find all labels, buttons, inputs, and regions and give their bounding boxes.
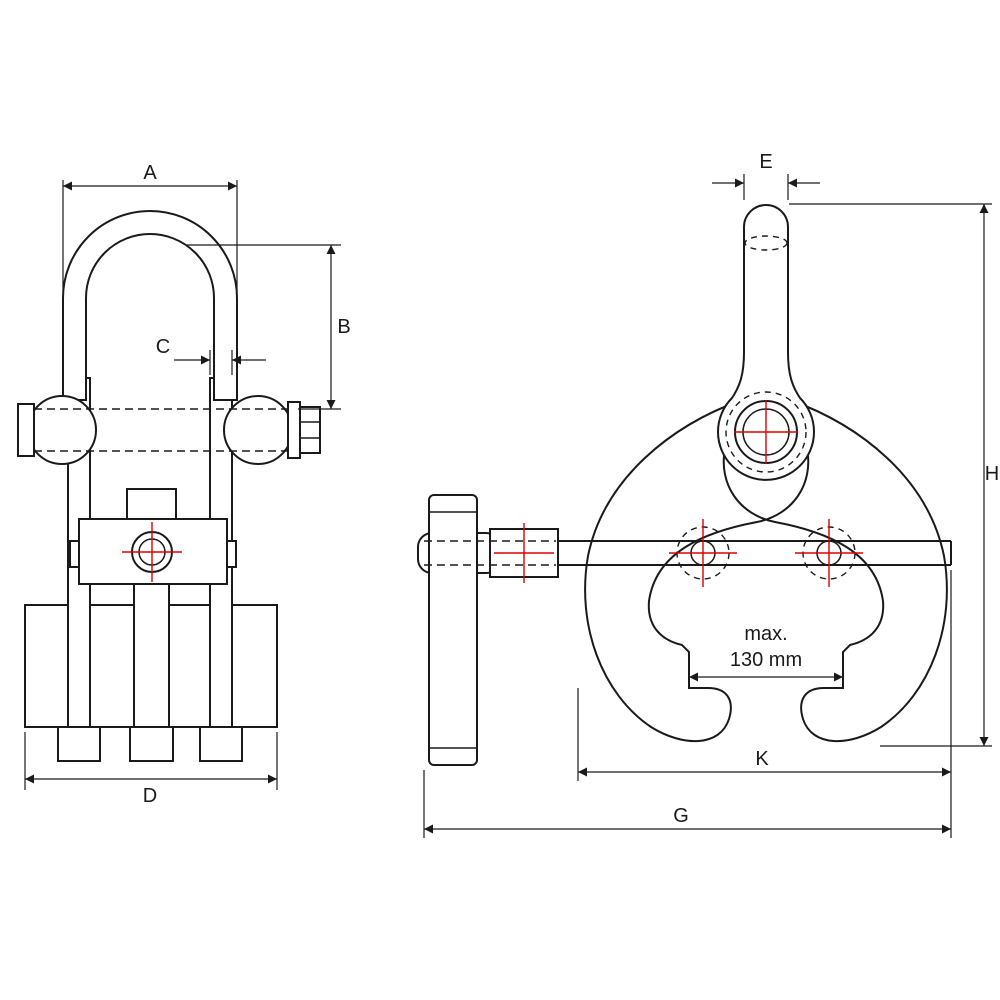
max-opening-label: max. bbox=[744, 623, 787, 645]
shackle-bow bbox=[62, 210, 238, 401]
side-view bbox=[417, 204, 952, 766]
handle-bar bbox=[428, 494, 478, 766]
pin-boss-left bbox=[27, 395, 97, 465]
bar-section-ellipse bbox=[744, 235, 788, 251]
dim-label-d: D bbox=[143, 785, 157, 807]
pin-end-cap bbox=[17, 403, 35, 457]
front-view-dimensions: A B C D bbox=[24, 162, 351, 807]
foot-right bbox=[199, 726, 243, 762]
pin-nut bbox=[299, 406, 321, 454]
dim-label-c: C bbox=[156, 336, 170, 358]
body-tab-right bbox=[226, 540, 237, 568]
dim-label-h: H bbox=[985, 463, 999, 485]
pin-boss-right bbox=[223, 395, 293, 465]
dim-label-k: K bbox=[755, 748, 769, 770]
top-cap bbox=[126, 488, 177, 520]
front-view bbox=[17, 210, 321, 762]
center-stem bbox=[133, 583, 170, 728]
dim-label-e: E bbox=[759, 151, 772, 173]
pivot-dashed-circle bbox=[725, 391, 807, 473]
max-opening-value: 130 mm bbox=[730, 649, 802, 671]
body-tab-left bbox=[69, 540, 80, 568]
side-view-dimensions: E H max. 130 mm K G bbox=[423, 151, 999, 838]
dim-label-b: B bbox=[337, 316, 350, 338]
pin-washer bbox=[287, 401, 301, 459]
foot-left bbox=[57, 726, 101, 762]
dim-label-a: A bbox=[143, 162, 157, 184]
foot-center bbox=[129, 726, 174, 762]
dim-label-g: G bbox=[673, 805, 689, 827]
